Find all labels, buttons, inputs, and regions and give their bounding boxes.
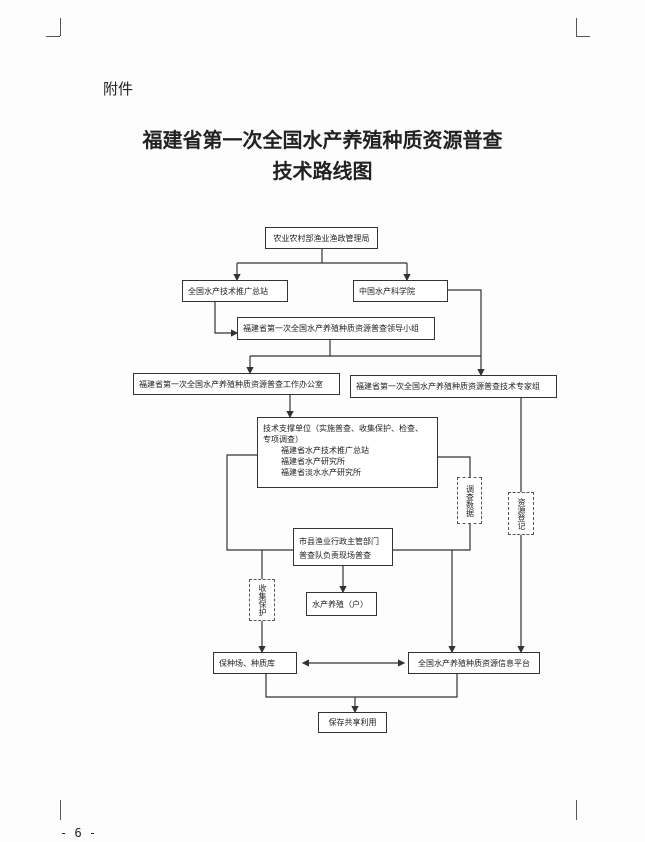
box-leading-group: 福建省第一次全国水产养殖种质资源普查领导小组 [237, 317, 435, 340]
support-unit: 福建省淡水水产研究所 [281, 468, 361, 477]
crop-mark [576, 36, 590, 37]
page-number: - 6 - [60, 826, 97, 840]
box-technical-support: 技术支撑单位（实施普查、收集保护、检查、 专项调查） 福建省水产技术推广总站 福… [257, 417, 438, 488]
crop-mark [60, 800, 61, 820]
box-local-dept: 市县渔业行政主管部门 普查队负责现场普查 [293, 528, 393, 566]
crop-mark [576, 18, 577, 36]
box-office: 福建省第一次全国水产养殖种质资源普查工作办公室 [133, 373, 340, 395]
title-line2: 技术路线图 [272, 159, 373, 183]
title-line1: 福建省第一次全国水产养殖种质资源普查 [142, 128, 503, 152]
label-resource-registration: 资源登记 [508, 492, 534, 535]
support-unit: 福建省水产技术推广总站 [281, 446, 369, 455]
label-collect-protect: 收集保护 [249, 579, 275, 621]
box-farmers: 水产养殖（户） [306, 592, 377, 616]
box-national-extension: 全国水产技术推广总站 [182, 280, 288, 302]
box-ministry: 农业农村部渔业渔政管理局 [265, 227, 378, 249]
attachment-label: 附件 [103, 80, 134, 98]
box-academy: 中国水产科学院 [353, 280, 448, 302]
support-unit: 福建省水产研究所 [281, 457, 345, 466]
box-conservation-farm: 保种场、种质库 [213, 652, 297, 674]
support-heading2: 专项调查） [263, 435, 303, 444]
box-info-platform: 全国水产养殖种质资源信息平台 [408, 652, 540, 674]
local-dept-line2: 普查队负责现场普查 [299, 551, 371, 560]
support-heading: 技术支撑单位（实施普查、收集保护、检查、 [263, 424, 423, 433]
label-survey-data: 调查数据 [457, 477, 482, 524]
crop-mark [576, 800, 577, 820]
box-share-use: 保存共享利用 [318, 712, 387, 733]
local-dept-line1: 市县渔业行政主管部门 [299, 537, 379, 546]
box-expert-group: 福建省第一次全国水产养殖种质资源普查技术专家组 [350, 375, 557, 398]
crop-mark [46, 36, 60, 37]
crop-mark [60, 18, 61, 36]
